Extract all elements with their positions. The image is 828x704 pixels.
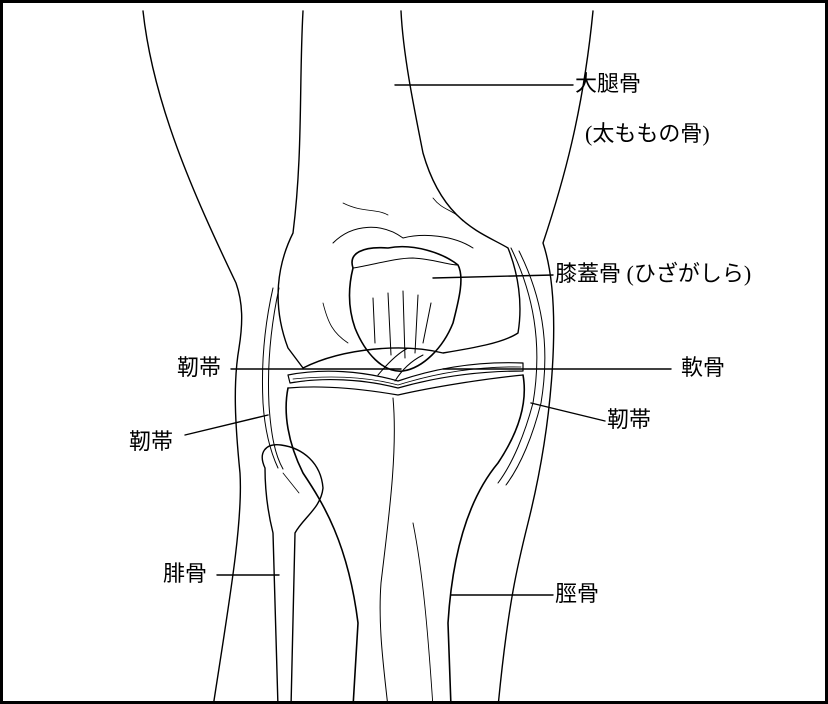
patella-top-edge <box>352 257 459 269</box>
leader-ligament-left-lower <box>184 414 269 436</box>
tibia-crest <box>379 397 395 701</box>
label-femur-note: (太ももの骨) <box>585 121 710 146</box>
label-tibia: 脛骨 <box>555 581 600 606</box>
patella-shape <box>348 245 462 372</box>
fibula-shape <box>261 444 324 701</box>
cruciate-ligament <box>377 347 424 382</box>
fibula-texture <box>282 472 300 494</box>
leg-outline-right <box>497 10 594 701</box>
cartilage-band <box>287 362 524 389</box>
medial-ligament <box>261 287 284 470</box>
label-ligament-right: 靭帯 <box>607 407 652 432</box>
lateral-ligament <box>497 247 546 486</box>
knee-illustration <box>142 10 672 701</box>
label-fibula: 腓骨 <box>163 561 208 586</box>
tibia-shape <box>285 374 526 701</box>
leader-patella <box>432 274 554 279</box>
leader-ligament-right <box>530 402 606 422</box>
patella-texture <box>372 290 432 359</box>
label-femur: 大腿骨 <box>575 71 642 96</box>
leg-outline-left <box>142 10 243 701</box>
tibia-plateau <box>287 374 524 396</box>
label-cartilage: 軟骨 <box>681 355 726 380</box>
femur-shape <box>277 10 521 369</box>
label-patella: 膝蓋骨 (ひざがしら) <box>555 261 752 286</box>
label-ligament-left-upper: 靭帯 <box>177 355 222 380</box>
femur-condyle-line <box>332 226 474 249</box>
femur-texture <box>322 197 464 344</box>
tibia-shaft-line <box>412 522 434 701</box>
label-ligament-left-lower: 靭帯 <box>129 429 174 454</box>
